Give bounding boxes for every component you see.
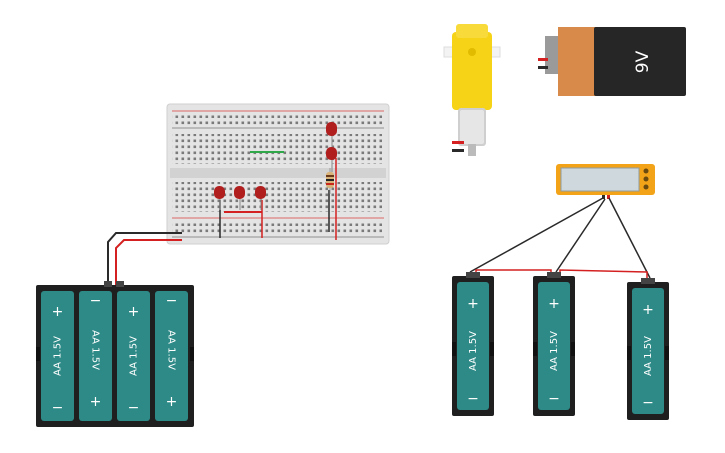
- pack-cell-2-top-sign: −: [90, 293, 102, 309]
- single-cell-2-label: AA 1.5V: [549, 331, 560, 371]
- multimeter[interactable]: [556, 164, 655, 199]
- pack-cell-3-bottom-sign: −: [128, 400, 140, 416]
- probe-wire-black-right[interactable]: [608, 197, 651, 279]
- pack-cell-2: − AA 1.5V +: [79, 291, 112, 421]
- pack-cell-1: + AA 1.5V −: [41, 291, 74, 421]
- single-cell-2-top-sign: +: [548, 296, 560, 312]
- single-cell-3-top-sign: +: [642, 302, 654, 318]
- single-cell-3-label: AA 1.5V: [643, 336, 654, 376]
- single-cell-3[interactable]: + AA 1.5V −: [627, 278, 669, 420]
- single-cell-2-bottom-sign: −: [548, 391, 560, 407]
- pack-cell-4: − AA 1.5V +: [155, 291, 188, 421]
- pack-cell-3: + AA 1.5V −: [117, 291, 150, 421]
- pack-cell-4-top-sign: −: [166, 293, 178, 309]
- breadboard[interactable]: [166, 103, 390, 245]
- single-cell-1-bottom-sign: −: [467, 391, 479, 407]
- pack-cell-4-label: AA 1.5V: [166, 330, 177, 370]
- single-cell-1-top-sign: +: [467, 296, 479, 312]
- single-cell-1-label: AA 1.5V: [468, 331, 479, 371]
- pack-cell-1-top-sign: +: [52, 304, 64, 320]
- led-5[interactable]: [326, 147, 337, 172]
- pack-cell-3-label: AA 1.5V: [129, 336, 140, 376]
- led-2[interactable]: [234, 186, 245, 210]
- battery-pack-4aa[interactable]: [36, 281, 194, 427]
- led-3[interactable]: [255, 186, 266, 210]
- dc-gear-motor[interactable]: [443, 24, 501, 156]
- pack-cell-1-label: AA 1.5V: [53, 336, 64, 376]
- wire-red-to-pack[interactable]: [115, 239, 182, 288]
- resistor[interactable]: [326, 168, 334, 194]
- single-cell-2[interactable]: + AA 1.5V −: [533, 272, 575, 416]
- probe-wire-black-left[interactable]: [469, 197, 604, 273]
- led-1[interactable]: [214, 186, 225, 210]
- pack-cell-4-bottom-sign: +: [166, 394, 178, 410]
- pack-cell-3-top-sign: +: [128, 304, 140, 320]
- pack-cell-2-label: AA 1.5V: [90, 330, 101, 370]
- series-wire-red-1[interactable]: [475, 269, 552, 276]
- pack-cell-2-bottom-sign: +: [90, 394, 102, 410]
- probe-wire-black-mid[interactable]: [555, 198, 606, 273]
- battery-9v-label: 9V: [633, 50, 653, 73]
- wire-black-to-pack[interactable]: [107, 232, 182, 288]
- battery-9v[interactable]: 9V: [538, 27, 686, 96]
- single-cell-1[interactable]: + AA 1.5V −: [452, 272, 494, 416]
- pack-cell-1-bottom-sign: −: [52, 400, 64, 416]
- single-cell-3-bottom-sign: −: [642, 395, 654, 411]
